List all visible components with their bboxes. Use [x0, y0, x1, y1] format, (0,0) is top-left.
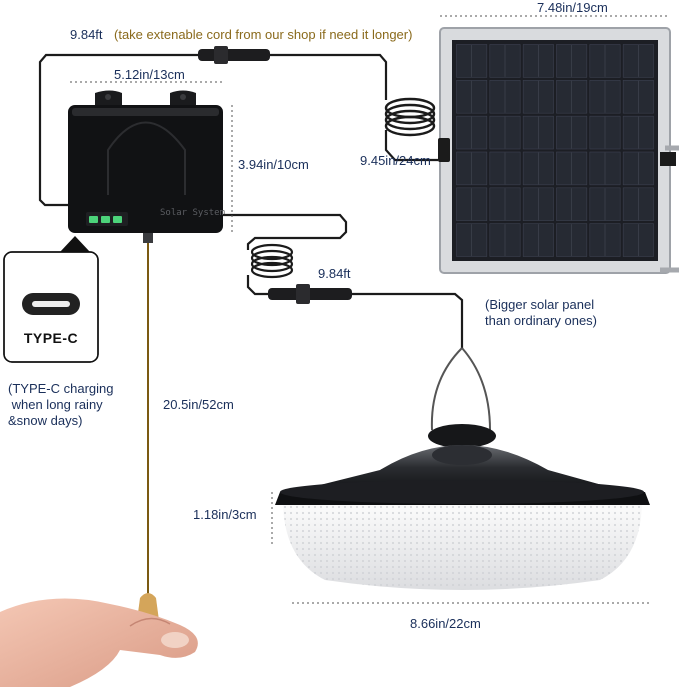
- cord-coil-top: [384, 97, 436, 137]
- panel-note-line-2: than ordinary ones): [485, 313, 598, 328]
- usb-note-line-3: &snow days): [8, 413, 83, 428]
- box-width-label: 5.12in/13cm: [114, 67, 185, 82]
- solar-cells: [456, 44, 654, 257]
- battery-indicator-leds: [86, 212, 128, 226]
- cord-extension-note: (take extenable cord from our shop if ne…: [114, 27, 413, 42]
- control-box: Solar System: [68, 90, 225, 243]
- top-cord: [38, 46, 438, 207]
- usb-c-label: TYPE-C: [23, 330, 79, 346]
- dimension-lines: [70, 15, 670, 604]
- usb-note-line-1: (TYPE-C charging: [8, 381, 114, 396]
- panel-note-line-1: (Bigger solar panel: [485, 297, 595, 312]
- pendant-lamp: [275, 347, 650, 590]
- panel-height-label: 9.45in/24cm: [360, 153, 431, 168]
- solar-panel: [438, 27, 679, 274]
- hand: [0, 598, 198, 687]
- lamp-cord: [223, 213, 464, 348]
- panel-width-label: 7.48in/19cm: [537, 0, 608, 15]
- usb-c-inset: [3, 236, 99, 363]
- cord-length-label: 9.84ft: [70, 27, 103, 42]
- usb-c-inset-panel: TYPE-C: [4, 252, 98, 362]
- cord-connector-top: [198, 49, 270, 61]
- box-label-text: Solar System: [160, 208, 225, 218]
- box-height-label: 3.94in/10cm: [238, 157, 309, 172]
- usb-note-line-2: when long rainy: [8, 397, 103, 412]
- lamp-diameter-label: 8.66in/22cm: [410, 616, 481, 631]
- pull-cord: [136, 243, 160, 632]
- pull-cord-label: 20.5in/52cm: [163, 397, 234, 412]
- lamp-height-label: 1.18in/3cm: [193, 507, 257, 522]
- light-cord-label: 9.84ft: [318, 266, 351, 281]
